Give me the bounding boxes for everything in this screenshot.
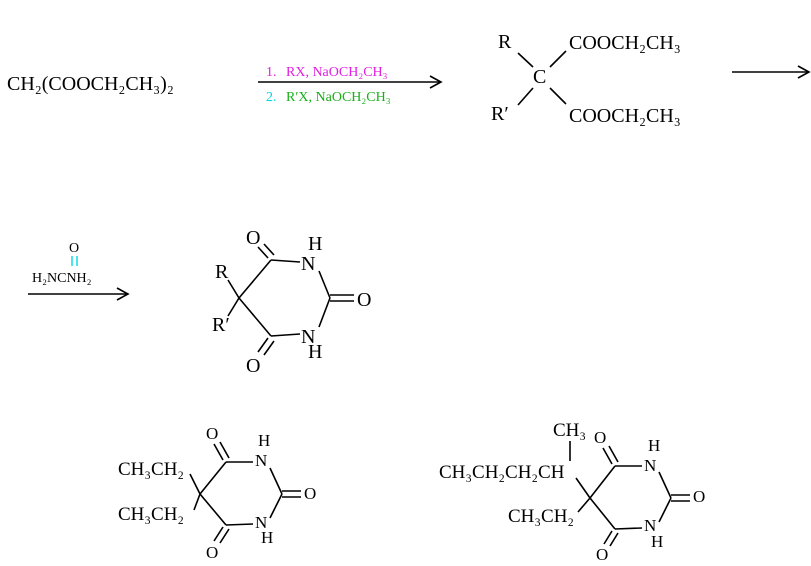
example2-n-bottom: N [644,516,656,535]
example2-h-bottom: H [651,532,663,551]
product-r-prime: R′ [212,314,230,336]
barbiturate-general-structure: O H N R O R′ N H O [212,227,371,377]
example1-substituent-2: CH₃CH₂ [118,504,184,525]
example2-o-right: O [693,487,705,506]
step1-line1-text: RX, NaOCH₂CH₃ [286,65,388,80]
urea-carbonyl-double-bond [71,256,78,266]
example-pentobarbital-structure: CH₃ O H N CH₃CH₂CH₂CH O CH₃CH₂ N H O [439,420,705,564]
example-barbital-structure: O H N CH₃CH₂ O CH₃CH₂ N H O [118,424,316,562]
step1-line1-number: 1. [266,65,277,80]
example2-n-top: N [644,456,656,475]
example1-o-bottom: O [206,543,218,562]
product-n-top: N [301,253,315,275]
example2-o-top: O [594,428,606,447]
product-o-bottom: O [246,355,260,377]
example2-h-top: H [648,436,660,455]
product-o-right: O [357,289,371,311]
example1-substituent-1: CH₃CH₂ [118,459,184,480]
product-n-bottom: N [301,326,315,348]
product-o-top: O [246,227,260,249]
reaction-arrow-1 [258,75,443,89]
product-r: R [215,261,229,283]
example1-h-top: H [258,431,270,450]
intermediate-ester-bottom: COOCH₂CH₃ [569,105,681,127]
intermediate-carbon: C [533,66,546,88]
example2-o-bottom: O [596,545,608,564]
diethyl-malonate-label: CH₂(COOCH₂CH₃)₂ [7,73,174,95]
step1-line2-text: R′X, NaOCH₂CH₃ [286,90,391,105]
intermediate-r-prime: R′ [491,103,509,125]
reaction-arrow-2 [732,65,811,79]
example2-substituent-2: CH₃CH₂ [508,506,574,527]
example1-o-right: O [304,484,316,503]
step1-line2-number: 2. [266,90,277,105]
urea-label: H₂NCNH₂ [32,271,92,286]
dialkylmalonate-structure: R R′ C COOCH₂CH₃ COOCH₂CH₃ [491,31,681,127]
intermediate-ester-top: COOCH₂CH₃ [569,32,681,54]
example1-n-top: N [255,451,267,470]
example2-methyl: CH₃ [553,420,586,441]
example1-o-top: O [206,424,218,443]
urea-carbonyl-o: O [69,241,79,256]
reaction-arrow-3 [28,287,130,301]
product-h-top: H [308,233,322,255]
example1-h-bottom: H [261,528,273,547]
intermediate-r: R [498,31,512,53]
step1-reagent-line2: 2. R′X, NaOCH₂CH₃ [266,90,391,105]
step1-reagent-line1: 1. RX, NaOCH₂CH₃ [266,65,388,80]
example2-substituent-1: CH₃CH₂CH₂CH [439,462,565,483]
product-h-bottom: H [308,341,322,363]
example1-n-bottom: N [255,513,267,532]
